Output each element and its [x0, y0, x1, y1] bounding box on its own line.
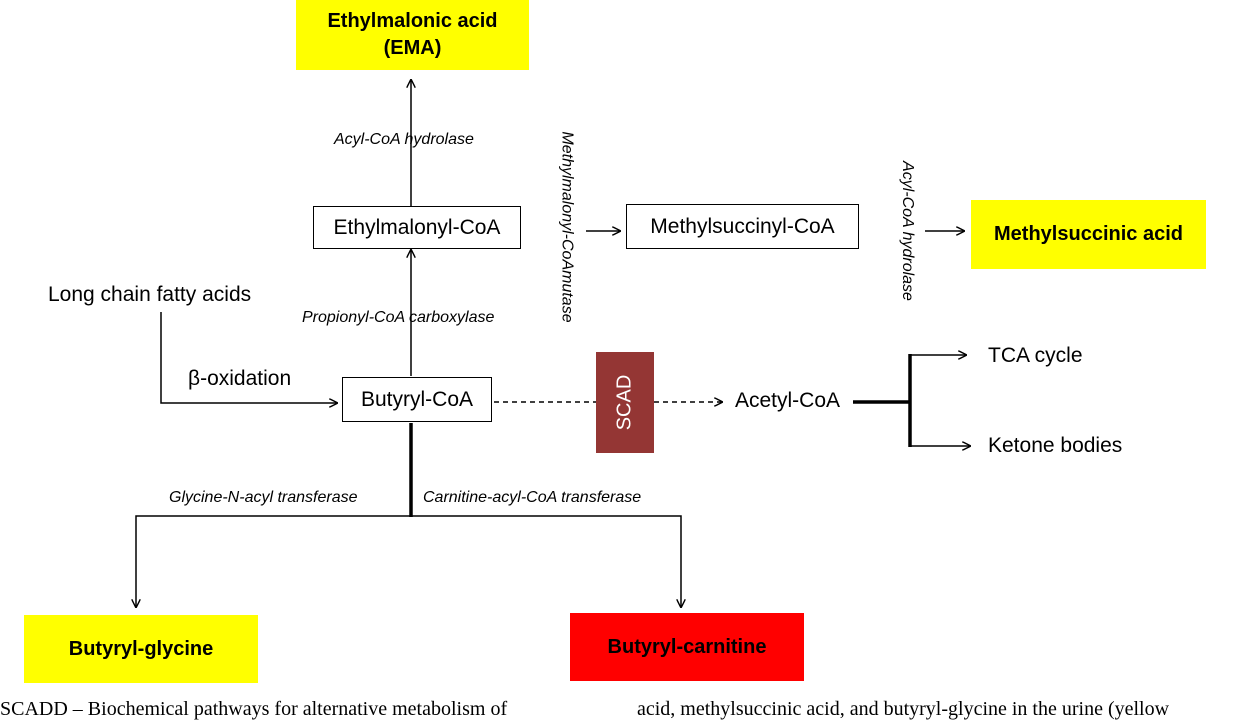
- propionyl-coa-carboxylase-label: Propionyl-CoA carboxylase: [302, 309, 495, 326]
- tca-cycle-label: TCA cycle: [988, 344, 1083, 367]
- long-chain-fatty-acids-label: Long chain fatty acids: [48, 283, 252, 306]
- acyl-coa-hydrolase-2-wrap: Acyl-CoA hydrolase: [832, 161, 982, 301]
- ethylmalonyl-coa-box: Ethylmalonyl-CoA: [313, 206, 521, 249]
- butyryl-carnitine-box: Butyryl-carnitine: [570, 613, 804, 681]
- glycine-n-acyl-transferase-label: Glycine-N-acyl transferase: [169, 489, 358, 506]
- acetyl-coa-label: Acetyl-CoA: [735, 389, 841, 412]
- ema-box: Ethylmalonic acid (EMA): [296, 0, 529, 70]
- caption-left: SCADD – Biochemical pathways for alterna…: [0, 698, 508, 720]
- methylsuccinic-acid-box: Methylsuccinic acid: [971, 200, 1206, 269]
- butyryl-glycine-box: Butyryl-glycine: [24, 615, 258, 683]
- acyl-coa-hydrolase-2-label: Acyl-CoA hydrolase: [899, 161, 916, 301]
- scad-label: SCAD: [613, 374, 636, 431]
- carnitine-acyl-coa-transferase-label: Carnitine-acyl-CoA transferase: [423, 489, 642, 506]
- methylmalonyl-coa-mutase-label: Methylmalonyl-CoAmutase: [559, 131, 576, 323]
- butyryl-coa-box: Butyryl-CoA: [342, 377, 492, 422]
- arrow-branch-carnitine: [411, 515, 681, 607]
- methylmalonyl-coa-mutase-wrap: Methylmalonyl-CoAmutase: [467, 131, 667, 322]
- arrow-branch-glycine: [136, 515, 411, 607]
- acyl-coa-hydrolase-label: Acyl-CoA hydrolase: [334, 131, 474, 148]
- beta-oxidation-label: β-oxidation: [188, 367, 292, 390]
- methylsuccinyl-coa-box: Methylsuccinyl-CoA: [626, 204, 859, 249]
- scad-block: SCAD: [596, 352, 654, 453]
- arrow-fatty-acids-to-butyryl: [160, 312, 337, 403]
- ketone-bodies-label: Ketone bodies: [988, 434, 1123, 457]
- caption-right: acid, methylsuccinic acid, and butyryl-g…: [637, 698, 1170, 720]
